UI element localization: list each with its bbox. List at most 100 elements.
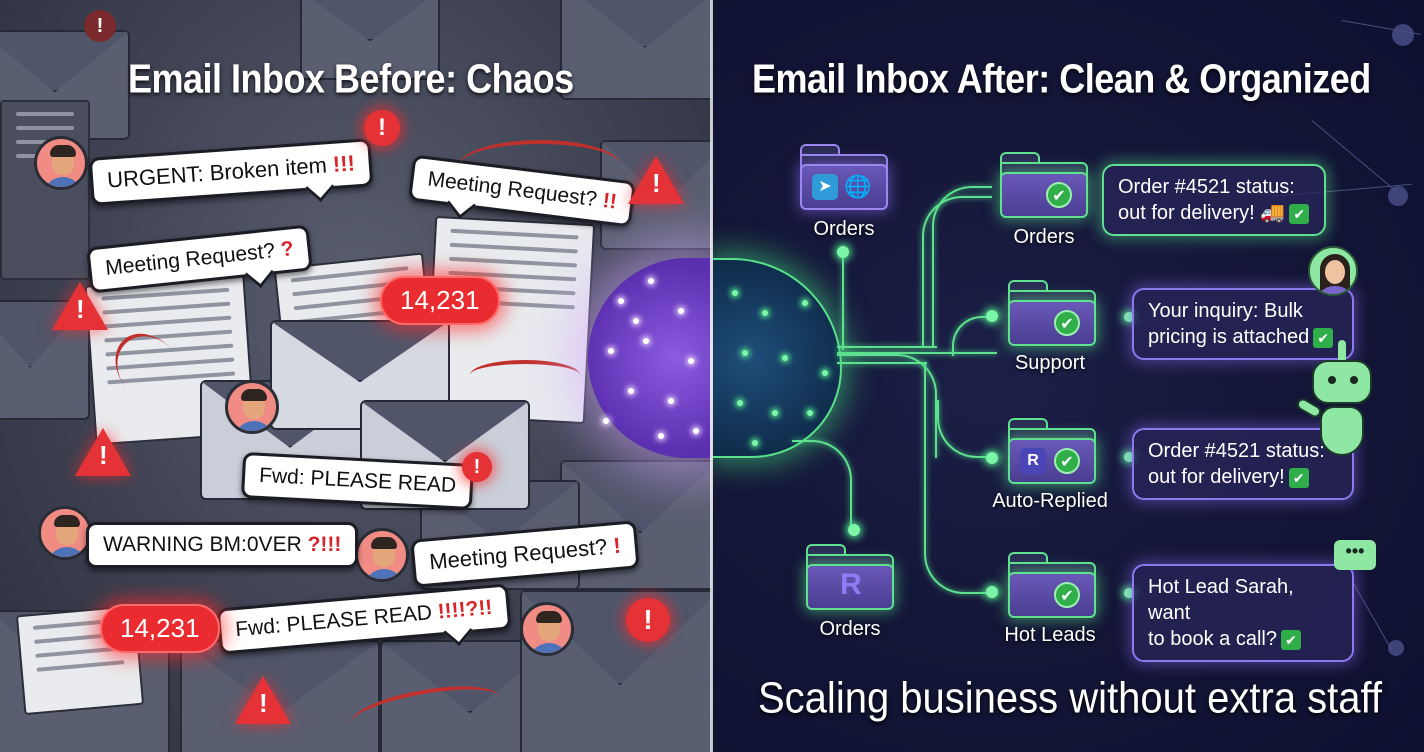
envelope-bg xyxy=(560,0,712,100)
r-logo-icon: R xyxy=(840,568,862,601)
network-node xyxy=(1388,186,1408,206)
connector-dot xyxy=(986,586,998,598)
check-icon: ✔ xyxy=(1054,448,1080,474)
bubble-text: WARNING BM:0VER xyxy=(103,533,302,556)
bubble-text: URGENT: Broken item xyxy=(106,152,328,193)
bubble-text: Fwd: PLEASE READ xyxy=(258,463,457,498)
message-line: Your inquiry: Bulk xyxy=(1148,300,1303,322)
after-organized-panel: Email Inbox After: Clean & Organized ➤ 🌐… xyxy=(712,0,1424,752)
bubble-text: Meeting Request? xyxy=(104,239,277,280)
folder-auto-replied[interactable]: R ✔ xyxy=(1008,418,1096,484)
source-folder-orders[interactable]: ➤ 🌐 xyxy=(800,144,888,210)
route-line xyxy=(837,316,997,354)
message-card-support[interactable]: Your inquiry: Bulk pricing is attached✔ xyxy=(1132,288,1354,360)
customer-avatar xyxy=(1308,246,1358,296)
message-line: Order #4521 status: xyxy=(1148,440,1325,462)
route-line xyxy=(952,316,996,356)
telegram-icon: ➤ xyxy=(812,174,838,200)
connector-dot xyxy=(986,310,998,322)
folder-label: Hot Leads xyxy=(1004,624,1096,646)
alert-circle-icon: ! xyxy=(462,452,492,482)
after-title: Email Inbox After: Clean & Organized xyxy=(752,55,1371,102)
network-node xyxy=(1388,640,1404,656)
warning-triangle-icon: ! xyxy=(235,676,291,724)
folder-label: Orders xyxy=(819,618,881,640)
message-line: Order #4521 status: xyxy=(1118,176,1295,198)
route-line xyxy=(924,362,996,594)
folder-label: Orders xyxy=(1013,226,1075,248)
folder-label: Support xyxy=(1014,352,1086,374)
brain-icon-organized-half xyxy=(712,258,842,458)
bubble-emphasis: ! xyxy=(612,532,622,559)
warning-triangle-icon: ! xyxy=(628,156,684,204)
checkbox-icon: ✔ xyxy=(1289,203,1310,224)
connector-dot xyxy=(848,524,860,536)
source-folder-orders-2[interactable]: R xyxy=(806,544,894,610)
connector-dot xyxy=(1124,312,1134,322)
connector-dot xyxy=(986,452,998,464)
document-bg xyxy=(0,100,90,280)
connector-dot xyxy=(837,246,849,258)
route-line xyxy=(922,196,992,346)
chaos-arrow-icon xyxy=(460,140,620,190)
chaos-bubble-urgent: URGENT: Broken item !!! xyxy=(88,138,374,206)
avatar-man xyxy=(225,380,279,434)
check-icon: ✔ xyxy=(1054,582,1080,608)
avatar-worried-woman xyxy=(520,602,574,656)
alert-circle-icon: ! xyxy=(626,598,670,642)
message-card-hot-leads[interactable]: Hot Lead Sarah, want to book a call?✔ xyxy=(1132,564,1354,662)
before-title: Email Inbox Before: Chaos xyxy=(128,55,574,102)
avatar-woman xyxy=(38,506,92,560)
bubble-emphasis: !! xyxy=(601,188,619,214)
alert-circle-icon: ! xyxy=(84,10,116,42)
message-line: out for delivery! 🚚 xyxy=(1118,202,1286,224)
route-line xyxy=(837,362,927,364)
robot-assistant-icon xyxy=(1294,340,1384,460)
route-line xyxy=(837,354,937,458)
folder-orders[interactable]: ✔ xyxy=(1000,152,1088,218)
checkbox-icon: ✔ xyxy=(1313,327,1334,348)
folder-label: Orders xyxy=(813,218,875,240)
chat-typing-icon: ••• xyxy=(1334,540,1376,570)
route-line xyxy=(932,186,992,346)
tagline: Scaling business without extra staff xyxy=(758,673,1383,723)
brain-icon-chaotic-half xyxy=(588,258,712,458)
connector-dot xyxy=(1124,588,1134,598)
before-chaos-panel: Email Inbox Before: Chaos URGENT: Broken… xyxy=(0,0,712,752)
unread-count-badge: 14,231 xyxy=(380,276,500,325)
message-card-auto-replied[interactable]: Order #4521 status: out for delivery!✔ xyxy=(1132,428,1354,500)
warning-triangle-icon: ! xyxy=(52,282,108,330)
before-after-divider xyxy=(710,0,713,752)
bubble-emphasis: ?!!! xyxy=(307,533,342,556)
check-icon: ✔ xyxy=(1054,310,1080,336)
message-line: Hot Lead Sarah, want xyxy=(1148,576,1294,624)
folder-hot-leads[interactable]: ✔ xyxy=(1008,552,1096,618)
chaos-arrow-icon xyxy=(470,360,580,390)
checkbox-icon: ✔ xyxy=(1280,629,1301,650)
alert-circle-icon: ! xyxy=(364,110,400,146)
warning-triangle-icon: ! xyxy=(75,428,131,476)
unread-count-badge: 14,231 xyxy=(100,604,220,653)
avatar-man xyxy=(355,528,409,582)
checkbox-icon: ✔ xyxy=(1288,467,1309,488)
bubble-emphasis: !!!!?!! xyxy=(436,595,494,624)
network-line xyxy=(1351,580,1392,650)
bubble-text: Fwd: PLEASE READ xyxy=(234,601,433,642)
bubble-emphasis: !!! xyxy=(332,150,356,177)
route-line xyxy=(792,440,852,530)
message-line: to book a call? xyxy=(1148,628,1277,650)
chaos-bubble-warning: WARNING BM:0VER ?!!! xyxy=(86,522,359,568)
bubble-emphasis: ? xyxy=(279,237,295,262)
avatar-stressed-man xyxy=(34,136,88,190)
message-line: pricing is attached xyxy=(1148,326,1310,348)
message-card-orders[interactable]: Order #4521 status: out for delivery! 🚚✔ xyxy=(1102,164,1326,236)
bubble-text: Meeting Request? xyxy=(428,533,609,575)
globe-icon: 🌐 xyxy=(844,174,872,199)
envelope-bg xyxy=(300,0,440,80)
folder-support[interactable]: ✔ xyxy=(1008,280,1096,346)
folder-label: Auto-Replied xyxy=(992,490,1108,512)
message-line: out for delivery! xyxy=(1148,466,1285,488)
connector-dot xyxy=(1124,452,1134,462)
network-node xyxy=(1392,24,1414,46)
r-logo-icon: R xyxy=(1020,448,1046,474)
